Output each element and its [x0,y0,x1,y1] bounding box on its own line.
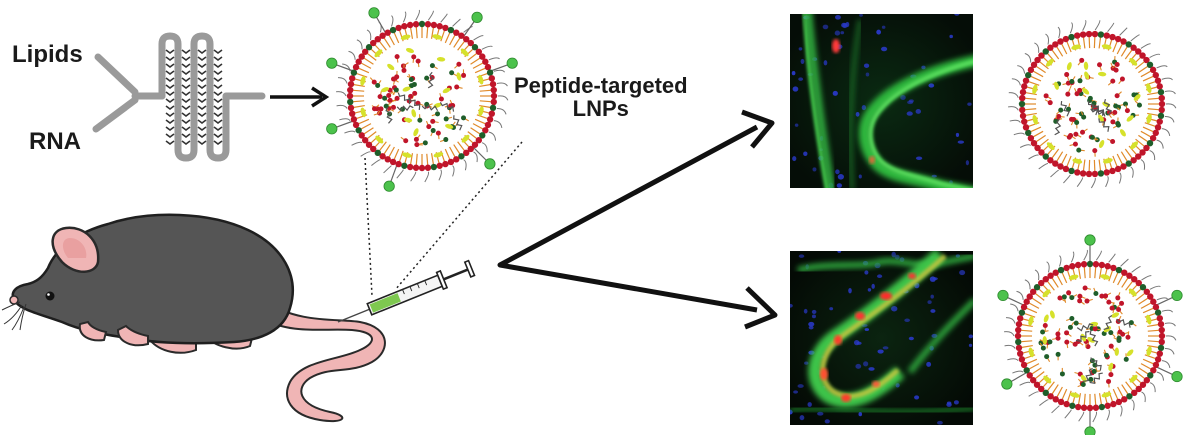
untargeted-lnp-icon [1007,19,1177,189]
syringe-icon [337,259,476,323]
mouse-whiskers [1,301,27,331]
microfluidic-mixer-icon [92,32,266,162]
mouse-eye [45,291,55,301]
mouse-illustration [1,213,386,422]
peptide-targeted-lnp-icon [326,7,518,192]
label-peptide-targeted-lnps: Peptide-targeted LNPs [514,74,688,120]
targeted-lnp-icon [997,234,1183,435]
zoom-guide-lines [364,141,523,297]
label-lipids: Lipids [12,41,83,68]
mouse-tail [261,299,386,422]
arrow-to-lnp [270,86,330,108]
label-peptide-targeted: Peptide-targeted [514,73,688,98]
label-lnps: LNPs [572,96,629,122]
label-rna: RNA [29,128,81,155]
microscopy-image-targeted [790,251,973,425]
divergent-arrows [497,109,778,330]
microscopy-image-untargeted [790,14,973,188]
mixer-mixing-pattern [165,49,223,145]
